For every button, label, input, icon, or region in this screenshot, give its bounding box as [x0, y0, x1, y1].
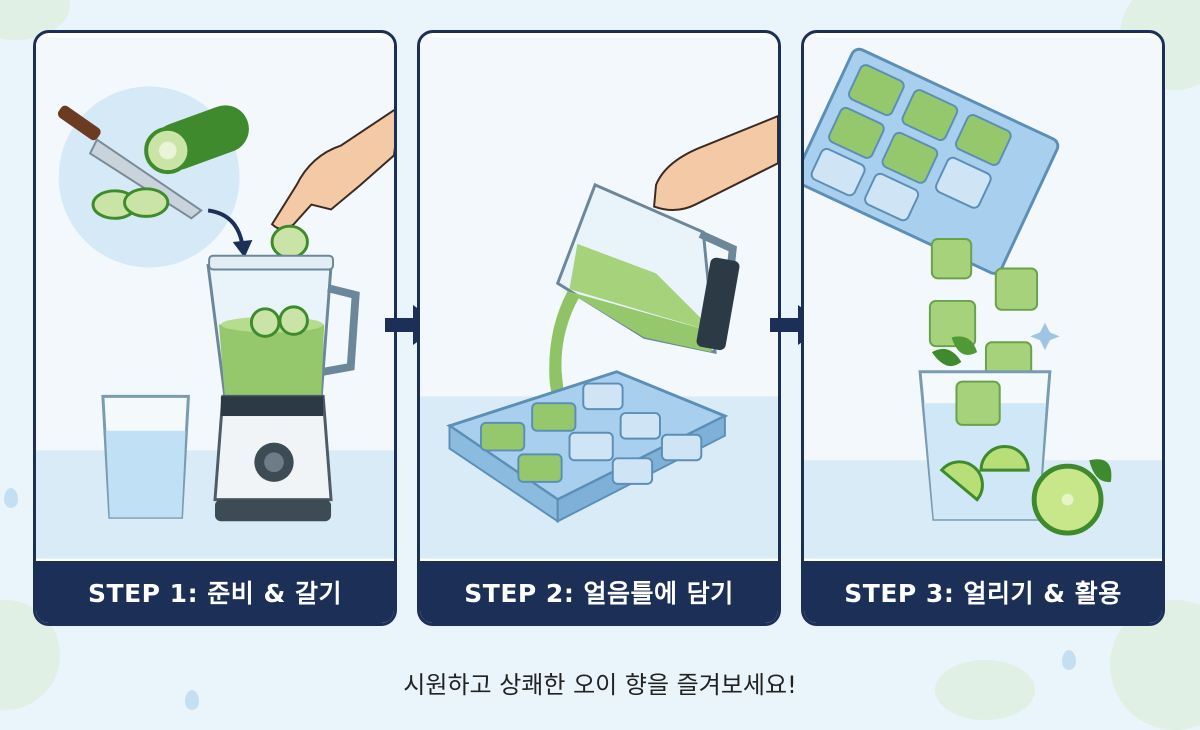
step2-panel: STEP 2: 얼음틀에 담기: [417, 30, 781, 626]
lime-slice: [939, 460, 984, 502]
footer-text: 시원하고 상쾌한 오이 향을 즐겨보세요!: [403, 671, 797, 699]
cucumber-slice: [123, 187, 170, 218]
step3-illustration: [804, 37, 1162, 559]
mint-leaf: [951, 336, 978, 355]
step1-label: STEP 1: 준비 & 갈기: [36, 561, 394, 623]
drink-glass-icon: [918, 336, 1052, 521]
ice-tray-icon: [446, 370, 729, 524]
water-drop-icon: [185, 690, 199, 710]
step1-panel: STEP 1: 준비 & 갈기: [33, 30, 397, 626]
water-drop-icon: [1062, 650, 1076, 670]
blender-icon: [206, 254, 360, 522]
water-glass-icon: [101, 394, 191, 519]
hand: [270, 108, 394, 231]
water-drop-icon: [4, 488, 18, 508]
hand: [653, 114, 778, 211]
step2-illustration: [420, 37, 778, 559]
step3-label: STEP 3: 얼리기 & 활용: [804, 561, 1162, 623]
step2-label: STEP 2: 얼음틀에 담기: [420, 561, 778, 623]
lime-icon: [1031, 459, 1112, 536]
lime-slice: [979, 445, 1030, 472]
step1-illustration: [36, 37, 394, 559]
cucumber-icon: [144, 105, 249, 175]
mint-leaf: [931, 348, 962, 367]
step3-panel: STEP 3: 얼리기 & 활용: [801, 30, 1165, 626]
sparkle-icon: [1030, 322, 1060, 351]
knife-icon: [57, 105, 203, 220]
cucumber-slice: [270, 224, 309, 260]
blender-jar-icon: [555, 182, 740, 354]
mint-leaf: [1089, 459, 1112, 483]
ice-tray-icon: [804, 47, 1060, 275]
